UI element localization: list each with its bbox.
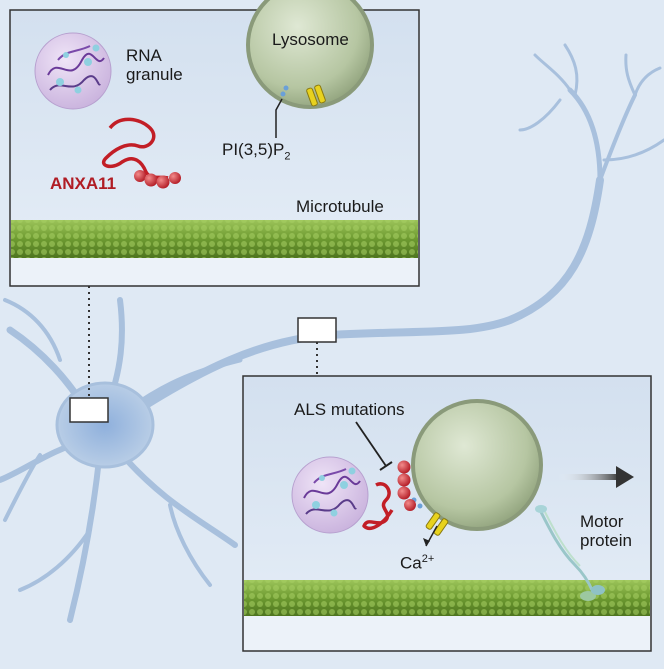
anxa11-protein-top <box>101 117 181 189</box>
axon-terminal <box>598 93 637 182</box>
calcium-channel-bottom <box>425 512 449 536</box>
panel-bottom <box>242 375 652 652</box>
axon-terminal <box>624 53 637 97</box>
panel-top <box>9 0 420 287</box>
calcium-label: Ca2+ <box>400 550 434 573</box>
microtubule-bottom <box>244 580 650 616</box>
dendrite <box>3 298 62 362</box>
dendrite <box>115 447 238 548</box>
motor-protein-label-line2: protein <box>580 531 632 550</box>
pi35p2-label-main: PI(3,5)P <box>222 140 285 159</box>
neuron-soma <box>55 381 155 469</box>
calcium-channel <box>306 84 326 107</box>
rna-granule-bottom <box>291 456 369 534</box>
rna-granule-top <box>34 32 112 110</box>
dendrite <box>3 453 42 522</box>
motor-protein-label: Motor protein <box>580 512 632 550</box>
axon-terminal <box>563 43 579 97</box>
als-mutations-pointer <box>355 421 387 467</box>
als-mutations-label: ALS mutations <box>294 400 405 419</box>
rna-granule-label: RNA granule <box>126 46 183 84</box>
motor-protein <box>535 505 605 601</box>
rna-granule-label-line1: RNA <box>126 46 162 65</box>
lysosome-bottom <box>411 399 543 536</box>
lysosome-label: Lysosome <box>272 30 349 49</box>
microtubule-label: Microtubule <box>296 197 384 216</box>
zoom-box-soma <box>69 397 109 423</box>
neuron <box>0 43 664 623</box>
rna-granule-label-line2: granule <box>126 65 183 84</box>
calcium-label-superscript: 2+ <box>421 553 435 565</box>
anxa11-protein-bottom <box>362 460 416 531</box>
dendrite <box>18 528 92 592</box>
pi35p2-label: PI(3,5)P2 <box>222 140 290 166</box>
axon-terminal <box>518 98 562 132</box>
anxa11-label: ANXA11 <box>50 174 117 193</box>
transport-arrow <box>558 466 634 488</box>
axon-terminal <box>533 53 572 92</box>
axon-terminal <box>633 66 662 97</box>
motor-protein-label-line1: Motor <box>580 512 624 531</box>
pi35p2-label-subscript: 2 <box>284 150 291 163</box>
axon-terminal <box>567 87 603 183</box>
axon <box>126 176 604 419</box>
dendrite <box>168 503 212 587</box>
lysosome-top <box>246 0 374 109</box>
zoom-box-axon <box>297 317 337 343</box>
pi35p2-pointer <box>275 98 283 138</box>
axon-terminal <box>602 138 664 162</box>
calcium-label-main: Ca <box>400 553 422 573</box>
microtubule-top <box>11 220 418 258</box>
